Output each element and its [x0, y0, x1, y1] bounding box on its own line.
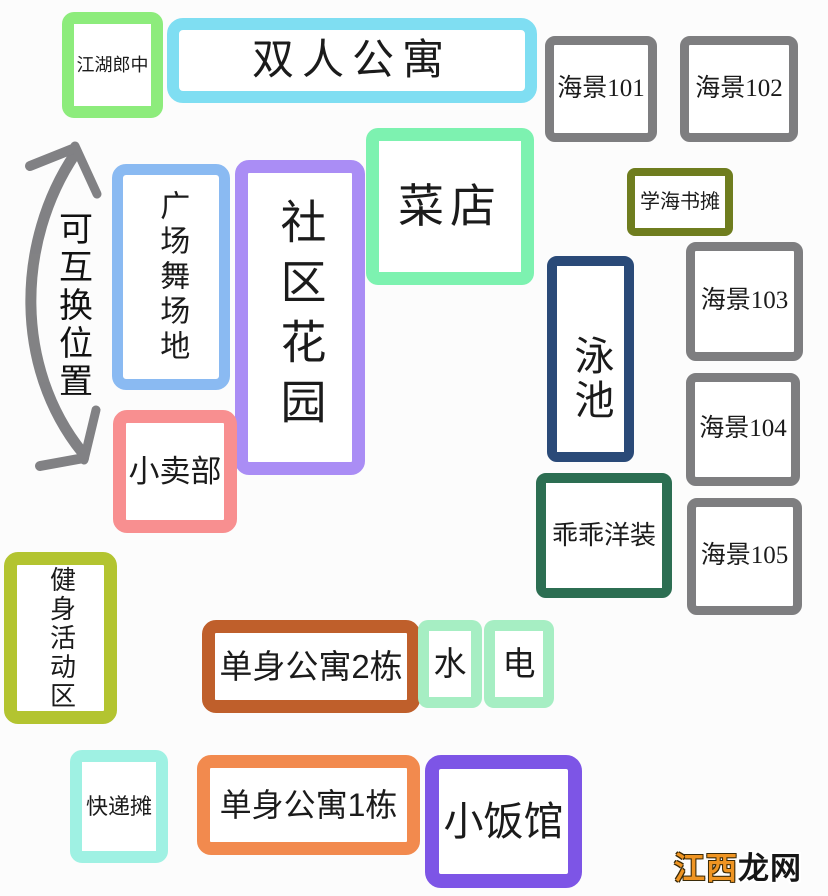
place-label: 单身公寓1栋	[219, 786, 398, 823]
place-label: 单身公寓2栋	[219, 647, 403, 685]
place-haijing-104: 海景104	[686, 373, 800, 486]
place-label: 江湖郎中	[76, 54, 149, 75]
place-label: 海景102	[695, 74, 783, 102]
place-danshen-gongyu-1: 单身公寓1栋	[197, 755, 420, 855]
place-label: 健身活动区	[46, 565, 77, 711]
place-label: 泳池	[568, 335, 613, 423]
place-guaiguai-yangzhuang: 乖乖洋装	[536, 473, 672, 598]
place-label: 海景103	[700, 287, 789, 315]
place-shui: 水	[418, 620, 482, 708]
swap-position-note: 可互换位置	[53, 210, 91, 401]
place-jianshen-huodongqu: 健身活动区	[4, 552, 117, 724]
place-label: 电	[502, 645, 536, 683]
place-xiaomaibu: 小卖部	[113, 410, 237, 533]
watermark-part2: 龙网	[738, 851, 802, 886]
place-guangchang-wuchangdi: 广场舞场地	[112, 164, 230, 390]
place-label: 学海书摊	[640, 190, 720, 213]
place-haijing-103: 海景103	[686, 242, 803, 361]
place-xuehai-shutan: 学海书摊	[627, 168, 733, 236]
place-label: 海景101	[557, 74, 645, 102]
place-kuaidi-tan: 快递摊	[70, 750, 168, 863]
place-danshen-gongyu-2: 单身公寓2栋	[202, 620, 420, 713]
place-haijing-102: 海景102	[680, 36, 798, 142]
place-caidian: 菜店	[366, 128, 534, 285]
watermark: 江西龙网	[674, 843, 802, 888]
place-label: 快递摊	[85, 793, 152, 819]
place-label: 乖乖洋装	[551, 520, 656, 550]
place-shequ-huayuan: 社区花园	[235, 160, 365, 475]
place-label: 海景105	[700, 542, 789, 570]
swap-arrow-icon	[25, 141, 102, 471]
place-shuangren-gongyu: 双人公寓	[167, 18, 537, 103]
place-dian: 电	[484, 620, 554, 708]
place-label: 广场舞场地	[155, 189, 189, 365]
place-label: 海景104	[699, 415, 787, 443]
place-label: 小饭馆	[443, 799, 564, 844]
place-jianghu-langzhong: 江湖郎中	[62, 12, 163, 118]
place-haijing-105: 海景105	[687, 498, 802, 615]
watermark-part1: 江西	[674, 851, 738, 886]
place-label: 社区花园	[274, 197, 327, 438]
place-yongchi: 泳池	[547, 256, 634, 462]
place-label: 小卖部	[128, 453, 222, 489]
place-label: 双人公寓	[251, 36, 452, 84]
place-xiaofanguan: 小饭馆	[425, 755, 582, 888]
place-label: 水	[433, 645, 467, 683]
place-label: 菜店	[398, 180, 502, 233]
place-haijing-101: 海景101	[545, 36, 657, 142]
